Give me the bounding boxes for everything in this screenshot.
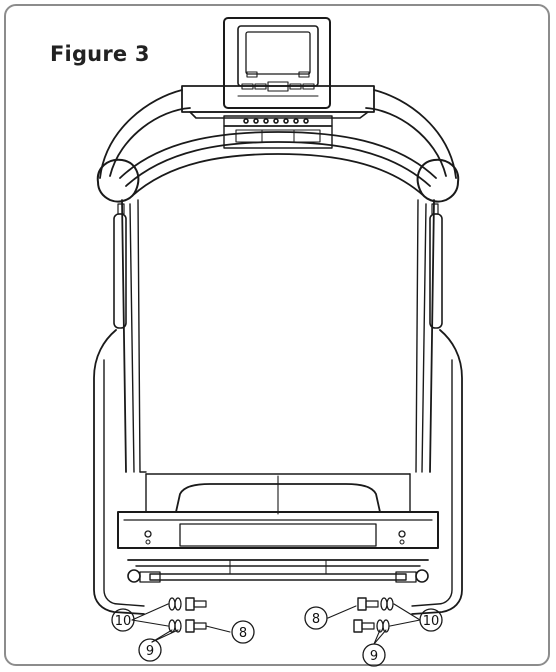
console-tray <box>181 85 375 149</box>
figure-title: Figure 3 <box>50 42 150 66</box>
console <box>223 17 331 109</box>
callout-left-spring-washer: 9 <box>146 644 154 659</box>
callout-right-washer: 10 <box>423 614 440 629</box>
deck <box>117 473 439 583</box>
left-upright <box>93 199 147 615</box>
left-hardware-group <box>131 597 231 643</box>
right-hardware-group <box>327 597 421 645</box>
figure-frame <box>4 4 550 666</box>
callout-left-washer: 10 <box>115 614 132 629</box>
callout-left-bolt: 8 <box>239 626 247 641</box>
callout-right-bolt: 8 <box>312 612 320 627</box>
right-upright <box>411 199 463 615</box>
callout-right-spring-washer: 9 <box>370 649 378 664</box>
callout-circles <box>111 606 443 667</box>
handlebar-arch <box>96 89 460 203</box>
